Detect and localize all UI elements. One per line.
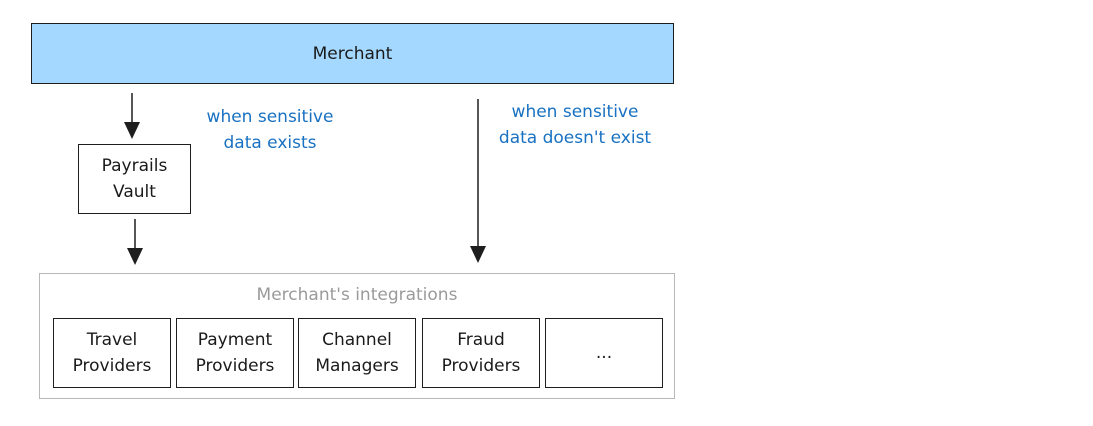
arrowhead-integrations-left <box>127 248 143 265</box>
integration-label-line2: Managers <box>315 356 399 376</box>
merchant-node: Merchant <box>31 23 674 84</box>
sensitive-data-exists-note: when sensitive data exists <box>195 104 345 156</box>
vault-label-line1: Payrails <box>101 156 168 176</box>
integration-label-line1: Payment <box>197 330 273 350</box>
integration-label-line1: Fraud <box>457 330 505 350</box>
integration-more: ... <box>545 318 663 388</box>
integration-channel-managers: Channel Managers <box>298 318 416 388</box>
arrowhead-vault <box>124 122 140 139</box>
integration-more-label: ... <box>595 343 613 363</box>
integration-label-line2: Providers <box>72 356 152 376</box>
arrowhead-integrations-right <box>470 246 486 263</box>
vault-label-line2: Vault <box>113 182 156 202</box>
integration-label-line2: Providers <box>195 356 275 376</box>
merchant-label: Merchant <box>312 43 393 64</box>
integration-payment-providers: Payment Providers <box>176 318 294 388</box>
payrails-vault-node: Payrails Vault <box>78 144 191 214</box>
integration-label-line1: Travel <box>86 330 138 350</box>
sensitive-data-absent-note: when sensitive data doesn't exist <box>490 99 660 151</box>
integrations-title: Merchant's integrations <box>256 285 458 305</box>
note-right-line2: data doesn't exist <box>498 128 652 148</box>
integration-label-line2: Providers <box>441 356 521 376</box>
integration-fraud-providers: Fraud Providers <box>422 318 540 388</box>
note-left-line2: data exists <box>223 133 317 153</box>
note-right-line1: when sensitive <box>511 102 639 122</box>
integration-travel-providers: Travel Providers <box>53 318 171 388</box>
note-left-line1: when sensitive <box>206 107 334 127</box>
integration-label-line1: Channel <box>322 330 392 350</box>
